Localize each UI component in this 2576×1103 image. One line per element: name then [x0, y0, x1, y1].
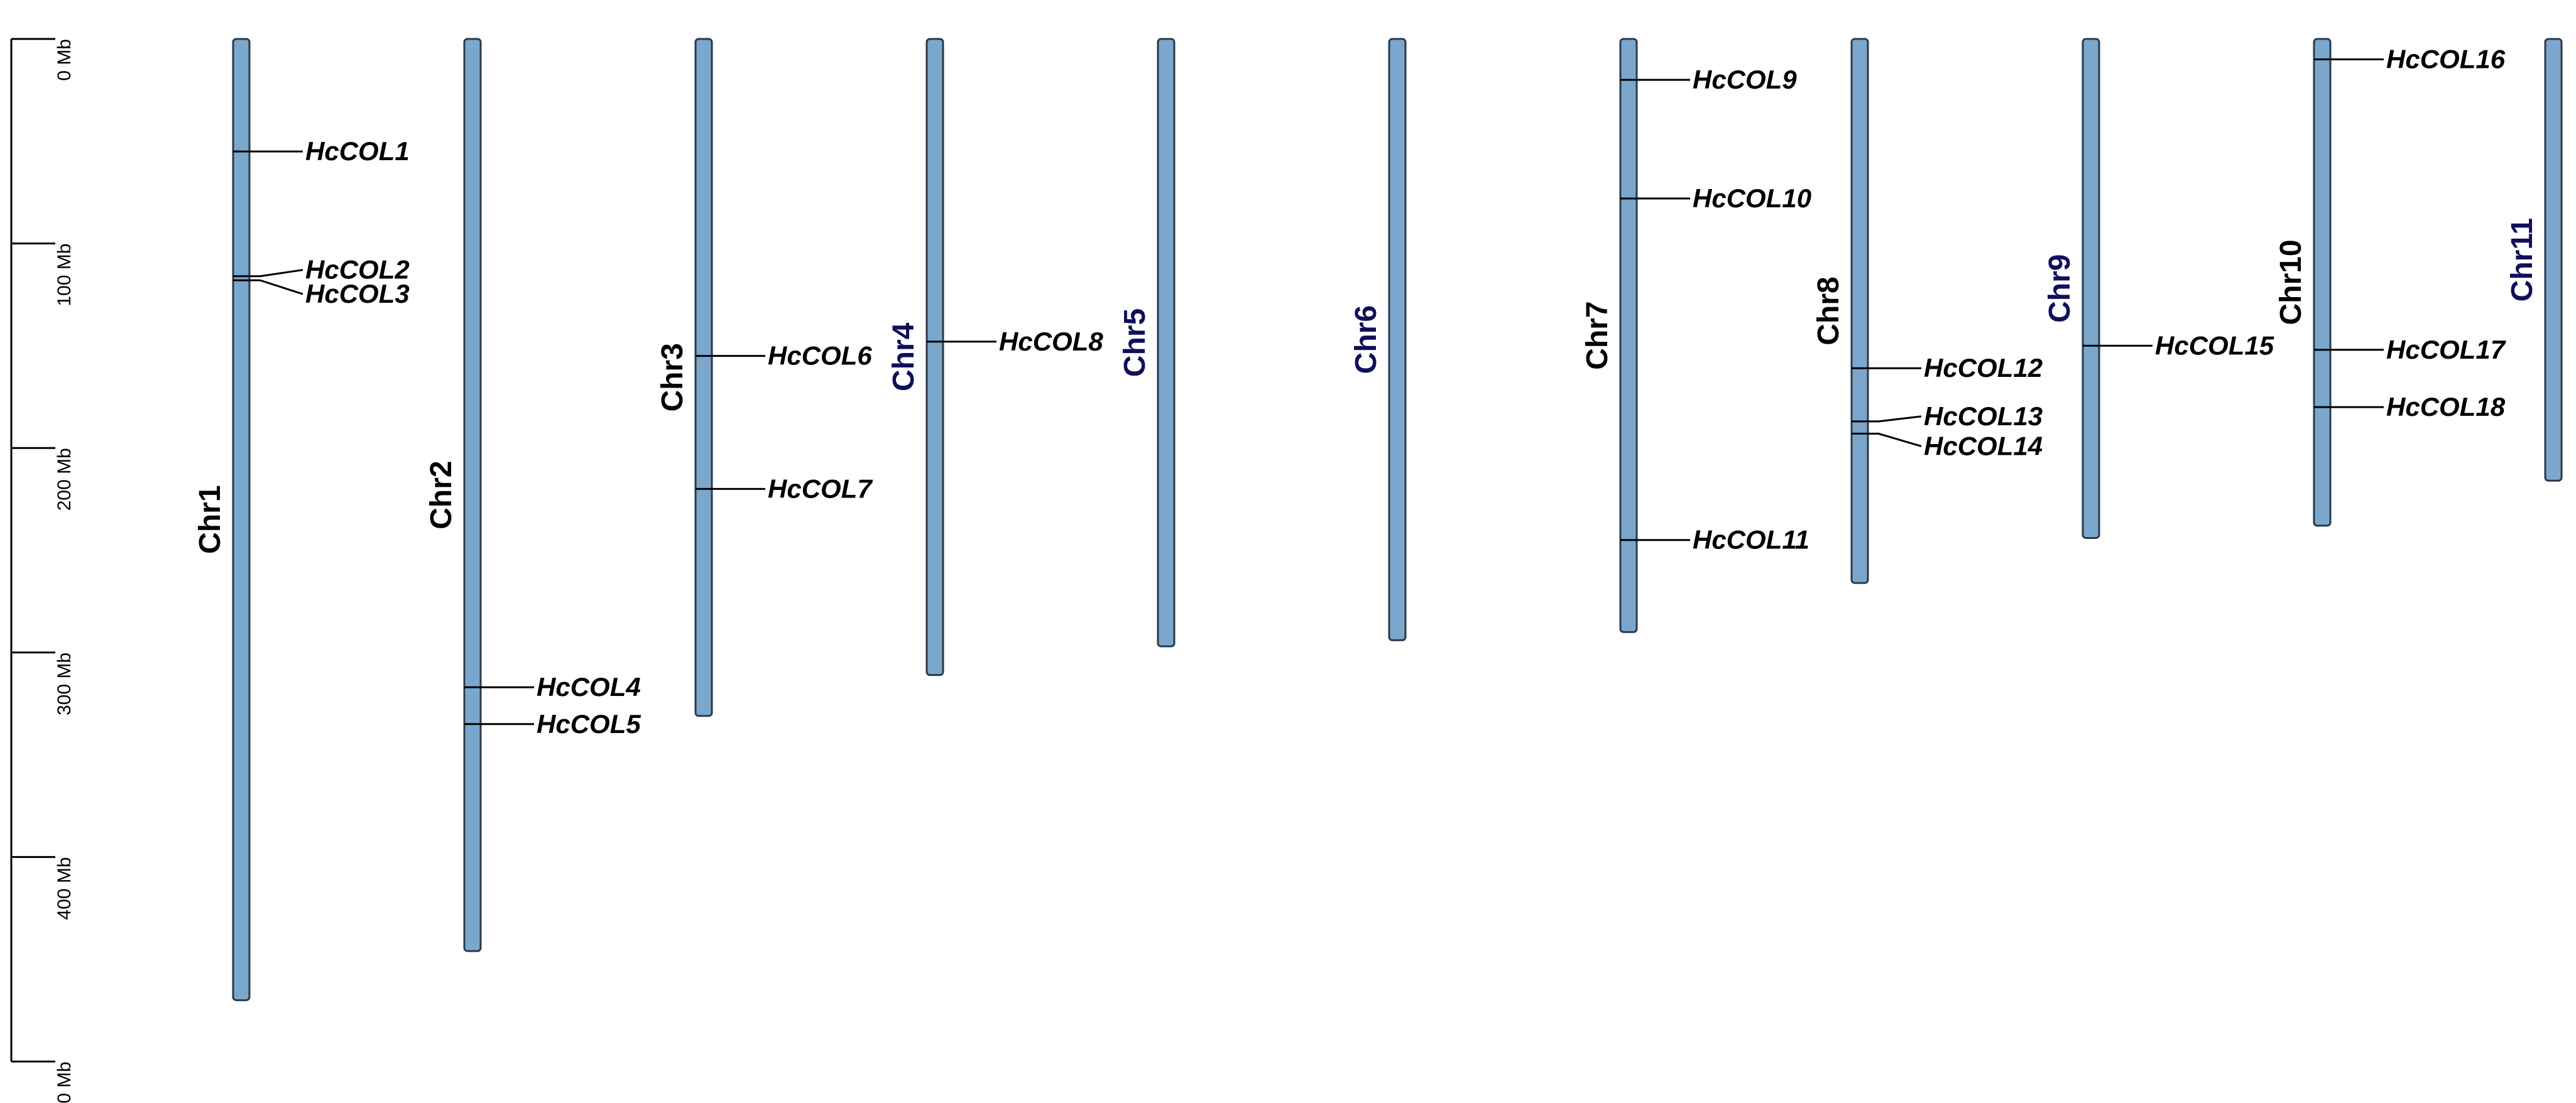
chromosome-bar: [463, 38, 482, 952]
gene-label: HcCOL1: [305, 136, 410, 166]
scale-bar: 0 Mb 100 Mb 200 Mb 300 Mb 400 Mb 500 Mb: [10, 38, 75, 1103]
chromosomes: Chr1HcCOL1HcCOL2HcCOL3Chr2HcCOL4HcCOL5Ch…: [194, 38, 2563, 1001]
chromosome-bar: [232, 38, 251, 1001]
chromosome-label: Chr3: [656, 343, 689, 411]
chromosome-bar: [1850, 38, 1869, 584]
gene-connector: [233, 279, 303, 295]
chromosome-bar: [2544, 38, 2563, 482]
chromosome-label: Chr6: [1350, 305, 1383, 374]
chromosome-label: Chr8: [1812, 276, 1845, 345]
gene-label: HcCOL15: [2155, 330, 2274, 360]
gene-label: HcCOL18: [2386, 392, 2506, 421]
chromosome-label: Chr2: [425, 460, 458, 529]
gene-label: HcCOL16: [2386, 45, 2506, 74]
gene-label: HcCOL10: [1693, 183, 1811, 213]
chromosome-bar: [1388, 38, 1407, 641]
chromosome-bar: [1157, 38, 1176, 648]
gene-connector: [1852, 415, 1922, 423]
gene-label: HcCOL6: [768, 341, 872, 371]
gene-label: HcCOL12: [1924, 353, 2043, 383]
gene-label: HcCOL7: [768, 474, 873, 503]
gene-label: HcCOL13: [1924, 401, 2043, 431]
chromosome-label: Chr1: [194, 485, 227, 553]
chromosome-bar: [1619, 38, 1638, 633]
chromosome-bar: [925, 38, 944, 676]
chromosome-bar: [2082, 38, 2100, 539]
chromosome-label: Chr4: [887, 322, 920, 391]
chromosome-label: Chr7: [1581, 301, 1614, 369]
chromosome-label: Chr11: [2506, 218, 2539, 302]
chromosome-label: Chr9: [2043, 254, 2077, 323]
scale-tick-label: 300 Mb: [54, 653, 75, 715]
chromosome-chr11: Chr11: [2506, 38, 2563, 482]
chromosome-bar: [694, 38, 713, 717]
gene-label: HcCOL17: [2386, 335, 2506, 364]
gene-label: HcCOL11: [1693, 525, 1809, 555]
chromosome-chr4: Chr4 HcCOL8: [887, 38, 1103, 676]
scale-tick-label: 400 Mb: [54, 857, 75, 920]
scale-tick-label: 200 Mb: [54, 448, 75, 511]
scale-tick-label: 100 Mb: [54, 244, 75, 307]
chromosome-bar: [2313, 38, 2332, 527]
chromosome-chr5: Chr5: [1118, 38, 1176, 648]
gene-label: HcCOL14: [1924, 431, 2043, 460]
gene-connector: [1852, 432, 1922, 447]
chromosome-chr6: Chr6: [1350, 38, 1407, 641]
scale-tick-label: 500 Mb: [54, 1062, 75, 1103]
gene-label: HcCOL5: [537, 709, 641, 739]
gene-connector: [233, 269, 303, 278]
gene-label: HcCOL4: [537, 672, 641, 702]
chromosome-label: Chr10: [2274, 239, 2308, 325]
gene-label: HcCOL9: [1693, 65, 1797, 94]
gene-label: HcCOL2: [305, 255, 410, 285]
gene-label: HcCOL3: [305, 279, 410, 308]
gene-label: HcCOL8: [999, 327, 1103, 356]
chromosome-label: Chr5: [1118, 308, 1152, 377]
scale-tick-label: 0 Mb: [54, 39, 75, 81]
